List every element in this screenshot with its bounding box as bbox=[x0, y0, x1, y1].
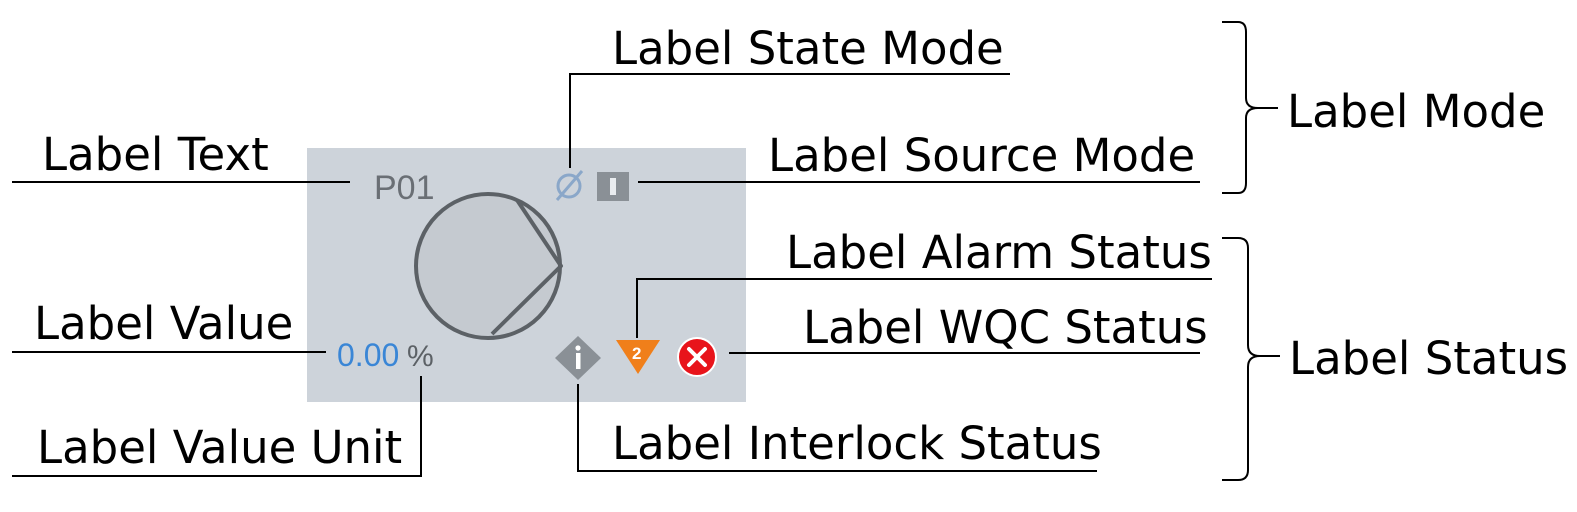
source-mode-icon bbox=[597, 172, 629, 201]
alarm-count: 2 bbox=[632, 344, 641, 363]
label-mode-brace bbox=[1222, 21, 1259, 194]
callout-label-value: Label Value bbox=[34, 297, 294, 350]
pump-symbol bbox=[414, 192, 563, 340]
callout-label-alarm-status: Label Alarm Status bbox=[786, 226, 1212, 279]
callout-label-text: Label Text bbox=[42, 128, 269, 181]
widget-value: 0.00 bbox=[337, 337, 399, 373]
interlock-status-icon bbox=[555, 336, 601, 380]
widget-value-unit: % bbox=[407, 340, 434, 373]
callout-label-value-unit: Label Value Unit bbox=[37, 421, 403, 474]
callout-label-wqc-status: Label WQC Status bbox=[803, 301, 1208, 354]
leader-lines bbox=[12, 73, 1212, 477]
group-label-mode: Label Mode bbox=[1287, 85, 1546, 138]
alarm-status-icon: 2 bbox=[616, 340, 660, 374]
label-status-brace bbox=[1222, 237, 1261, 481]
callout-label-interlock-status: Label Interlock Status bbox=[612, 417, 1102, 470]
wqc-status-icon bbox=[677, 337, 717, 377]
state-mode-icon bbox=[555, 170, 584, 201]
group-label-status: Label Status bbox=[1289, 332, 1569, 385]
callout-label-state-mode: Label State Mode bbox=[612, 22, 1004, 75]
callout-label-source-mode: Label Source Mode bbox=[768, 129, 1196, 182]
widget-label-text: P01 bbox=[374, 169, 435, 207]
